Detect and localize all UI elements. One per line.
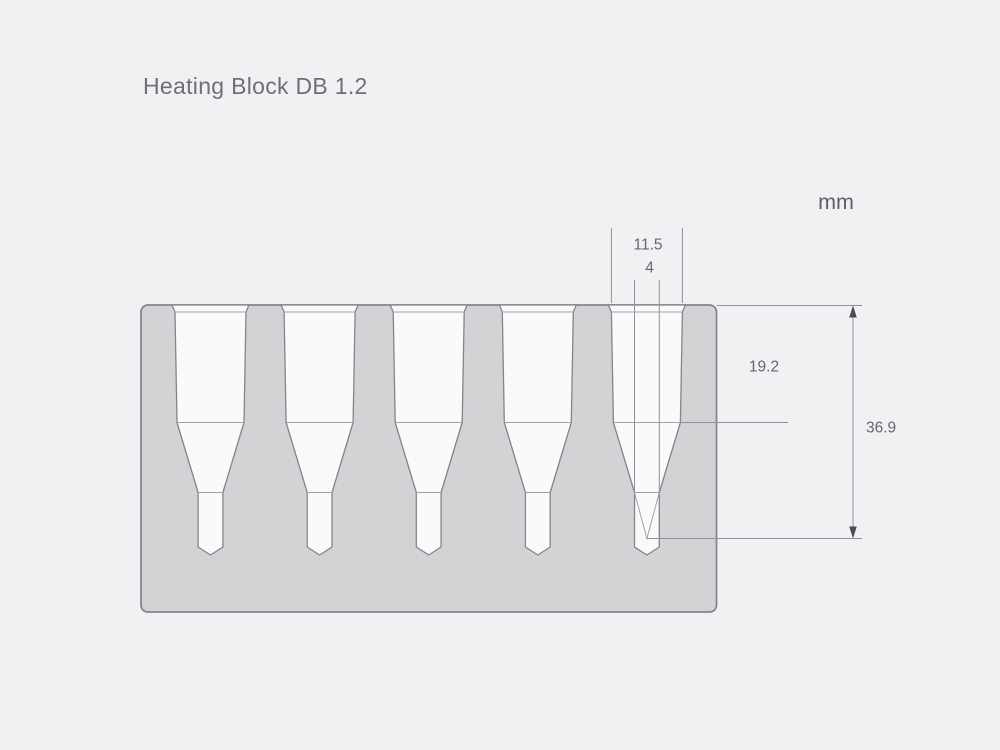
well-cavity	[389, 304, 468, 556]
dimension-upper-section-depth: 19.2	[681, 359, 788, 423]
arrow-up-icon	[849, 305, 857, 318]
well-cavity	[498, 304, 577, 556]
wells-group	[171, 304, 687, 556]
dimension-total-depth: 36.9	[646, 305, 896, 539]
dimension-well-top-width: 11.5	[610, 228, 683, 303]
arrow-down-icon	[849, 526, 857, 539]
dimension-label-tip-bore-width: 4	[645, 260, 654, 277]
diagram-title: Heating Block DB 1.2	[143, 73, 368, 99]
dimension-label-total-depth: 36.9	[866, 420, 896, 437]
unit-label: mm	[818, 190, 854, 214]
dimension-label-upper-section-depth: 19.2	[749, 359, 779, 376]
well-cavity	[171, 304, 250, 556]
well-cavity	[607, 304, 687, 556]
well-outline	[389, 304, 468, 556]
well-outline	[498, 304, 577, 556]
well-outline	[171, 304, 250, 556]
dimension-tip-bore-width: 4	[634, 260, 660, 493]
well-cavity	[280, 304, 359, 556]
well-outline	[280, 304, 359, 556]
dimension-label-well-top-width: 11.5	[633, 237, 662, 254]
well-outline	[607, 304, 687, 556]
